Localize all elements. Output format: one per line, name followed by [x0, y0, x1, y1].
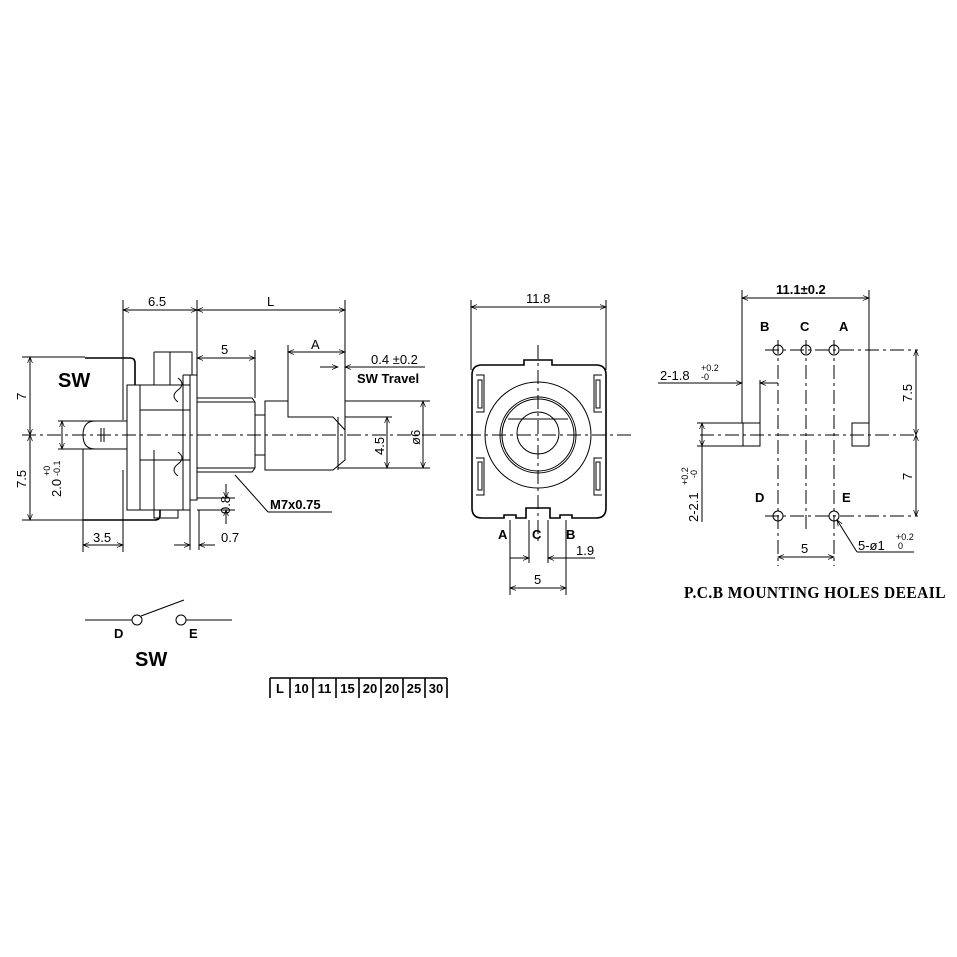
dim-label: 11.8 — [526, 291, 550, 306]
hole-e — [828, 510, 840, 522]
shaft-ring — [501, 398, 575, 472]
hole-c-label: C — [800, 319, 810, 334]
length-table: L 10 11 15 20 20 25 30 — [269, 677, 448, 698]
dim-label: 7.5 — [14, 470, 29, 488]
table-cell: 11 — [318, 681, 332, 696]
dim-label: 2-2.1 — [686, 492, 701, 522]
switch-d-label: D — [114, 626, 123, 641]
body-outline — [126, 384, 191, 511]
dim-label: 5-ø1 — [858, 538, 885, 553]
sw-terminal-top — [85, 357, 136, 385]
slot-right — [851, 422, 870, 447]
dim-label: 1.9 — [576, 543, 594, 558]
table-cell: 20 — [385, 681, 399, 696]
dim-tol: -0.1 — [52, 460, 62, 476]
table-cell: 15 — [340, 681, 354, 696]
dim-tol: -0 — [689, 470, 699, 478]
switch-label: SW — [135, 649, 167, 671]
sw-travel-label: SW Travel — [357, 371, 419, 386]
pcb-title: P.C.B MOUNTING HOLES DEEAIL — [684, 583, 946, 602]
dim-label: 3.5 — [93, 530, 111, 545]
switch-arm — [140, 599, 185, 617]
clip-detail — [477, 461, 483, 491]
shaft-ring — [499, 396, 577, 474]
switch-symbol: D E SW — [85, 599, 232, 671]
dim-label: 5 — [221, 342, 228, 357]
dim-tol: +0.2 — [896, 532, 914, 542]
table-cell: 20 — [363, 681, 377, 696]
dim-label: 6.5 — [148, 294, 166, 309]
dim-label: 5 — [801, 541, 808, 556]
front-view: 11.8 A C B 1.9 5 — [442, 291, 635, 595]
clip-detail — [477, 379, 483, 409]
spring-clip — [173, 377, 183, 477]
hole-b-label: B — [760, 319, 769, 334]
hole-d-label: D — [755, 490, 764, 505]
pin-c-label: C — [532, 527, 542, 542]
hole-c — [800, 344, 812, 356]
dim-label: 0.8 — [218, 496, 233, 514]
hole-a — [828, 344, 840, 356]
table-header: L — [276, 681, 284, 696]
bushing-outer — [484, 381, 592, 489]
dim-label: 4.5 — [372, 437, 387, 455]
switch-lever — [82, 420, 127, 450]
table-cell: 10 — [294, 681, 308, 696]
sw-travel-value: 0.4 ±0.2 — [371, 352, 418, 367]
dim-label: 2-1.8 — [660, 368, 690, 383]
dim-tol: -0 — [701, 372, 709, 382]
hole-b — [772, 344, 784, 356]
leader — [234, 474, 269, 513]
dim-label: 7 — [900, 473, 915, 480]
side-clips — [476, 374, 602, 496]
clip-detail — [595, 379, 601, 409]
dim-label: A — [311, 337, 320, 352]
clip-detail — [595, 461, 601, 491]
pin-a-label: A — [498, 527, 508, 542]
terminal-top — [153, 351, 193, 510]
contact-e — [175, 614, 187, 626]
hole-d — [772, 510, 784, 522]
switch-e-label: E — [189, 626, 198, 641]
dim-tol: 0 — [898, 541, 903, 551]
side-view: 6.5 L 5 A 0.4 ±0.2 SW Travel SW 7 7.5 2.… — [14, 294, 445, 552]
leader — [836, 519, 858, 553]
thread-label: M7x0.75 — [270, 497, 321, 512]
hole-e-label: E — [842, 490, 851, 505]
dim-label: 2.0 — [49, 479, 64, 497]
dim-label: 7 — [14, 393, 29, 400]
slot-left — [742, 422, 761, 447]
dim-label: L — [267, 294, 274, 309]
hole-a-label: A — [839, 319, 849, 334]
shaft-end — [516, 411, 560, 455]
bushing — [197, 397, 256, 473]
flange — [139, 374, 198, 519]
dim-label: 0.7 — [221, 530, 239, 545]
housing-front — [471, 359, 607, 519]
contact-d — [131, 614, 143, 626]
dim-tol: +0.2 — [680, 467, 690, 485]
pcb-holes-view: 11.1±0.2 B C A D E 2-1.8 +0.2 -0 2-2.1 +… — [658, 282, 946, 602]
table-cell: 30 — [429, 681, 443, 696]
dim-label: ø6 — [408, 430, 423, 445]
dim-label: 7.5 — [900, 384, 915, 402]
sw-terminal-bottom — [83, 510, 161, 521]
dim-label: 11.1±0.2 — [776, 282, 826, 297]
dim-label: 5 — [534, 572, 541, 587]
sw-label: SW — [58, 370, 90, 392]
dim-tol: +0.2 — [701, 363, 719, 373]
dim-tol: +0 — [42, 466, 52, 476]
pin-b-label: B — [566, 527, 575, 542]
table-cell: 25 — [407, 681, 421, 696]
